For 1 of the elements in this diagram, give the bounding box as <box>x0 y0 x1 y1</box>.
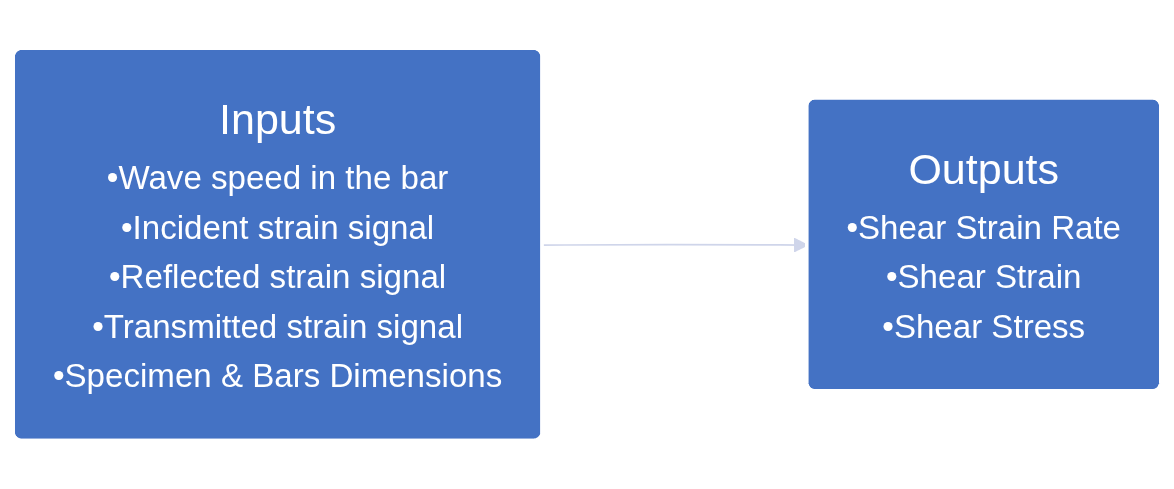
flow-diagram: Inputs •Wave speed in the bar •Incident strain signal •Reflected strain signal •Transmitted strain signal •Specimen & Bars Dimensions Outputs •Shear Strain Rate •Shear Strain •Shear Stress <box>0 35 1174 454</box>
